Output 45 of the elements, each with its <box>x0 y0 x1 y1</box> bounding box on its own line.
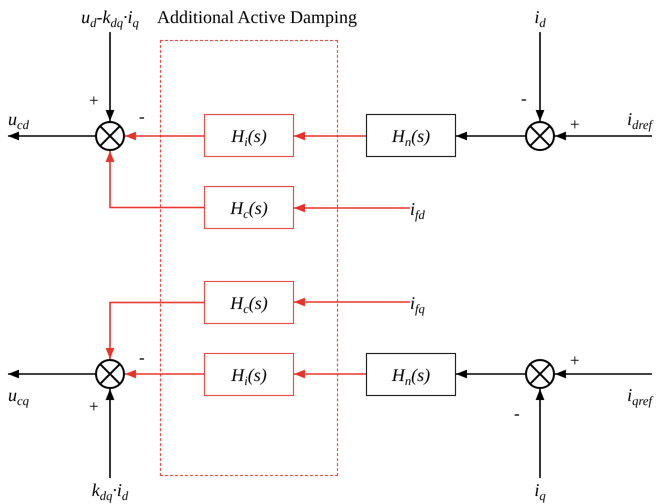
block-label: H$_{i}$(s) <box>231 366 267 384</box>
sign-label: + <box>89 92 99 109</box>
sign-label: - <box>521 90 527 107</box>
signal-label: u$_{cd}$ <box>8 110 29 128</box>
signal-arrow <box>125 132 204 140</box>
signal-arrow <box>294 132 366 140</box>
block-label: H$_{n}$(s) <box>392 366 430 384</box>
transfer-function-block <box>204 186 294 229</box>
sign-label: + <box>570 116 580 133</box>
sign-label: + <box>570 352 580 369</box>
signal-arrow <box>106 302 204 359</box>
signal-arrow <box>536 32 544 121</box>
summing-junction <box>525 121 555 151</box>
summing-junction <box>95 359 125 389</box>
transfer-function-block <box>204 353 294 396</box>
transfer-function-block <box>204 281 294 324</box>
signal-arrow <box>294 204 410 212</box>
signal-label: i$_{d}$ <box>534 8 546 26</box>
signal-arrow <box>555 132 652 140</box>
sign-label: - <box>514 405 520 422</box>
summing-junction <box>525 359 555 389</box>
transfer-function-block <box>366 114 456 157</box>
signal-arrow <box>536 389 544 478</box>
transfer-function-block <box>204 114 294 157</box>
signal-arrow <box>125 370 204 378</box>
block-label: H$_{i}$(s) <box>231 126 267 144</box>
block-label: H$_{c}$(s) <box>230 198 268 216</box>
signal-arrow <box>106 32 114 121</box>
group-title: Additional Active Damping <box>157 8 357 26</box>
summing-junction <box>95 121 125 151</box>
signal-arrow <box>456 132 525 140</box>
signal-arrow <box>555 370 652 378</box>
signal-arrow <box>106 389 114 478</box>
signal-arrow <box>8 132 95 140</box>
signal-arrow <box>8 370 95 378</box>
block-label: H$_{c}$(s) <box>230 294 268 312</box>
signal-arrow <box>294 370 366 378</box>
signal-arrow <box>456 370 525 378</box>
signal-arrow <box>106 151 204 208</box>
transfer-function-block <box>366 353 456 396</box>
sign-label: + <box>89 398 99 415</box>
sign-label: - <box>139 349 145 366</box>
signal-arrow <box>294 298 410 306</box>
sign-label: - <box>139 108 145 125</box>
block-label: H$_{n}$(s) <box>392 126 430 144</box>
